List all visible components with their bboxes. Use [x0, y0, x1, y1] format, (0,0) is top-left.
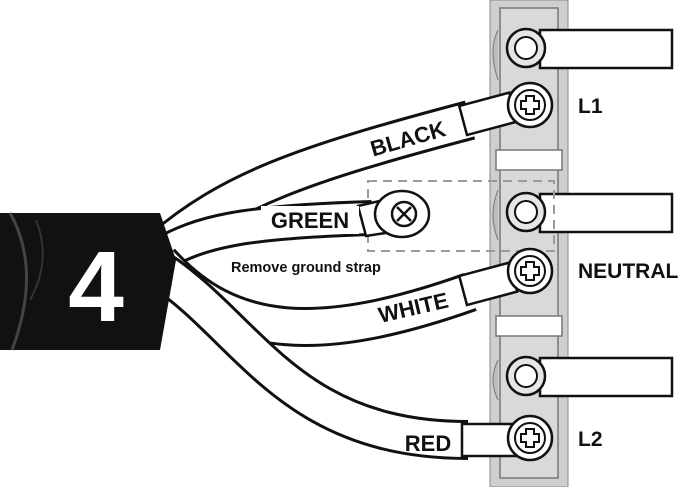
- outgoing-lead: [538, 356, 674, 398]
- terminal-label-neutral: NEUTRAL: [578, 260, 678, 283]
- wire-red: [148, 253, 469, 460]
- wire-label-red: RED: [405, 431, 451, 456]
- cable-conductor-count: 4: [68, 231, 124, 343]
- cable-jacket: [0, 212, 176, 351]
- terminal-block: [489, 0, 569, 487]
- terminal-label-l1: L1: [578, 95, 603, 118]
- block-nut: [505, 27, 547, 69]
- outgoing-lead: [538, 192, 674, 234]
- wire-label-green: GREEN: [271, 208, 349, 233]
- block-nut: [505, 355, 547, 397]
- terminal-screw-icon: [506, 81, 554, 129]
- ground-strap-note: Remove ground strap: [231, 260, 381, 276]
- block-nut: [505, 191, 547, 233]
- ground-screw-icon: [390, 200, 418, 228]
- green-label-bg: [261, 206, 359, 234]
- block-separator: [495, 149, 563, 171]
- terminal-label-l2: L2: [578, 428, 603, 451]
- outgoing-lead: [538, 28, 674, 70]
- ground-strap-outline: [367, 180, 555, 252]
- terminal-screw-icon: [506, 247, 554, 295]
- terminal-screw-icon: [506, 414, 554, 462]
- block-separator: [495, 315, 563, 337]
